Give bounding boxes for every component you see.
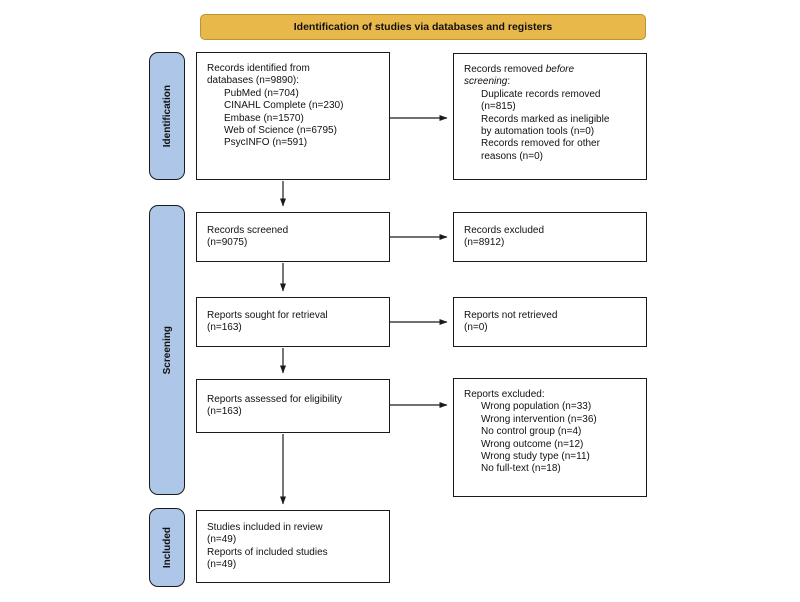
text-line: reasons (n=0): [481, 150, 543, 162]
text-line: by automation tools (n=0): [481, 126, 595, 138]
text-line: (n=163): [207, 406, 242, 417]
text-line: Records marked as ineligible: [481, 113, 610, 125]
text-line: (n=163): [207, 322, 242, 333]
text-line: No control group (n=4): [481, 426, 582, 438]
text-line: Wrong population (n=33): [481, 401, 592, 413]
stage-label-screening-text: Screening: [161, 325, 173, 375]
text-line: Reports not retrieved: [464, 309, 558, 321]
text-line: Records screened: [207, 224, 289, 236]
text-line: CINAHL Complete (n=230): [224, 100, 344, 112]
stage-label-included: Included: [149, 508, 185, 587]
text-line: (n=0): [464, 322, 488, 333]
text-line: Wrong study type (n=11): [481, 451, 590, 463]
text-line: (n=815): [481, 101, 516, 113]
text-line: Records excluded: [464, 224, 545, 236]
text-line: Studies included in review: [207, 521, 323, 533]
text-line: Wrong intervention (n=36): [481, 413, 597, 425]
text-line: Reports excluded:: [464, 389, 545, 400]
text-line: Duplicate records removed: [481, 88, 601, 100]
text-line: (n=8912): [464, 237, 505, 248]
box-reports-sought: Reports sought for retrieval(n=163): [196, 297, 390, 347]
text-line: (n=49): [207, 558, 237, 570]
box-studies-included: Studies included in review(n=49)Reports …: [196, 510, 390, 583]
stage-label-identification-text: Identification: [161, 84, 173, 148]
text-line: PsycINFO (n=591): [224, 137, 308, 149]
text-line: (n=49): [207, 534, 237, 546]
stage-label-included-text: Included: [161, 526, 173, 569]
stage-label-screening: Screening: [149, 205, 185, 495]
text-line: Reports sought for retrieval: [207, 309, 328, 321]
text-line: Records removed before: [464, 64, 575, 75]
text-line: PubMed (n=704): [224, 87, 299, 99]
text-line: No full-text (n=18): [481, 463, 561, 475]
text-line: databases (n=9890):: [207, 75, 300, 87]
box-records-screened: Records screened(n=9075): [196, 212, 390, 262]
text-line: Wrong outcome (n=12): [481, 438, 584, 450]
stage-label-identification: Identification: [149, 52, 185, 180]
box-reports-excluded: Reports excluded:Wrong population (n=33)…: [453, 378, 647, 497]
text-line: (n=9075): [207, 237, 248, 248]
box-records-excluded: Records excluded(n=8912): [453, 212, 647, 262]
text-line: Reports assessed for eligibility: [207, 393, 343, 405]
box-reports-not-retrieved: Reports not retrieved(n=0): [453, 297, 647, 347]
text-line: Reports of included studies: [207, 546, 328, 558]
diagram-title-banner: Identification of studies via databases …: [200, 14, 646, 40]
text-line: Records identified from: [207, 63, 310, 74]
text-line: Web of Science (n=6795): [224, 125, 337, 137]
box-reports-assessed: Reports assessed for eligibility(n=163): [196, 379, 390, 433]
diagram-title: Identification of studies via databases …: [293, 21, 553, 33]
text-line: screening:: [464, 76, 511, 88]
text-line: Embase (n=1570): [224, 112, 304, 124]
text-line: Records removed for other: [481, 138, 600, 150]
